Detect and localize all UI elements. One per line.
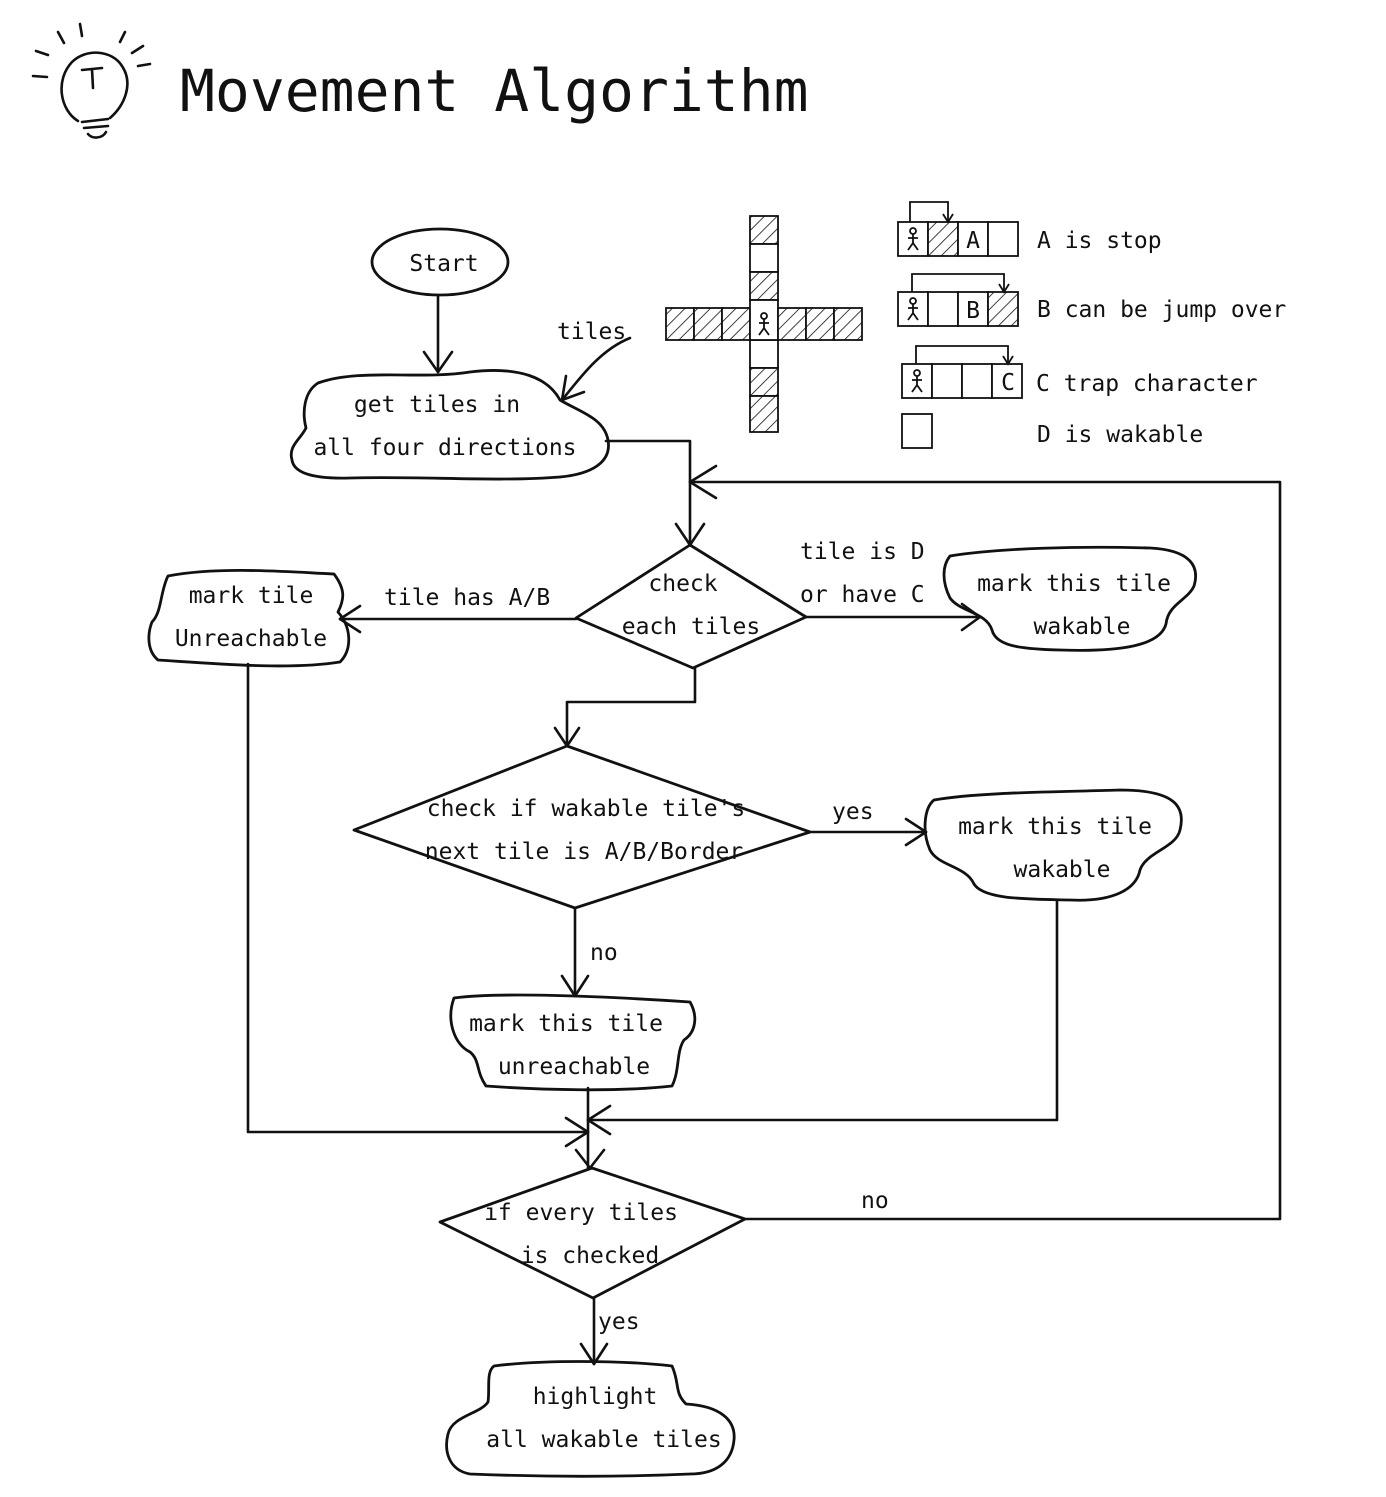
legend-b-text: B can be jump over [1037, 297, 1286, 323]
tiles-annotation: tiles [557, 319, 626, 345]
legend-a-letter: A [966, 228, 980, 254]
arrowhead [560, 374, 586, 402]
arrowhead [586, 1104, 612, 1136]
arrowhead [553, 726, 581, 748]
legend-b-letter: B [966, 298, 980, 324]
arrowhead [338, 604, 362, 634]
mark-wakable-right-label-1: mark this tile [977, 571, 1171, 597]
arrowhead [688, 464, 718, 500]
legend-d-tile [901, 413, 933, 449]
check-next-decision [352, 744, 812, 910]
character-icon [758, 312, 770, 336]
tiles-pointer-arrow [560, 336, 632, 402]
start-node [370, 227, 510, 297]
legend-c-text: C trap character [1036, 371, 1258, 397]
mark-wakable-mid-label-2: wakable [1014, 857, 1111, 883]
check-each-label-1: check [648, 571, 717, 597]
check-next-label-2: next tile is A/B/Border [425, 839, 744, 865]
legend-c-diagram: C [901, 345, 1023, 399]
arrowhead [674, 522, 706, 547]
arrowhead [564, 1116, 590, 1148]
get-tiles-label-1: get tiles in [354, 392, 520, 418]
edge-wakable-mid-down [586, 898, 1059, 1122]
mark-unreachable-left-label-2: Unreachable [175, 626, 327, 652]
every-checked-decision [438, 1166, 747, 1300]
arrowhead [574, 1148, 606, 1170]
start-label: Start [409, 251, 478, 277]
mark-wakable-right-node [942, 545, 1197, 652]
every-checked-label-2: is checked [521, 1243, 659, 1269]
edge-left-down [246, 662, 590, 1134]
arrowhead [904, 817, 928, 847]
get-tiles-node [289, 369, 610, 481]
page-title: Movement Algorithm [180, 57, 809, 125]
every-checked-label-1: if every tiles [484, 1200, 678, 1226]
tiles-cross-diagram [665, 215, 863, 433]
connectors [246, 294, 1282, 1366]
label-yes-next: yes [832, 799, 874, 825]
label-is-d-1: tile is D [800, 539, 925, 565]
label-no-next: no [590, 940, 618, 966]
edge-check-to-next [565, 666, 697, 748]
legend-a-text: A is stop [1037, 228, 1162, 254]
legend: A A is stop B B can be jump over C [897, 201, 1286, 449]
label-yes-done: yes [598, 1309, 640, 1335]
edge-get-tiles-to-check [604, 439, 692, 547]
legend-a-diagram: A [897, 201, 1019, 257]
legend-d-text: D is wakable [1037, 422, 1203, 448]
arrowhead [579, 1342, 609, 1366]
label-no-loop: no [861, 1188, 889, 1214]
mark-unreachable-mid-label-1: mark this tile [469, 1011, 663, 1037]
mark-wakable-right-label-2: wakable [1034, 614, 1131, 640]
mark-unreachable-left-label-1: mark tile [189, 583, 314, 609]
check-each-label-2: each tiles [622, 614, 760, 640]
arrowhead [560, 974, 590, 998]
legend-c-letter: C [1001, 370, 1015, 396]
label-has-ab: tile has A/B [384, 585, 550, 611]
edge-loop-back [688, 480, 1282, 1221]
get-tiles-label-2: all four directions [313, 435, 576, 461]
mark-unreachable-left-node [147, 569, 351, 668]
legend-b-diagram: B [897, 273, 1019, 327]
mark-wakable-mid-node [923, 788, 1183, 902]
highlight-label-1: highlight [533, 1384, 658, 1410]
mark-unreachable-mid-node [449, 993, 697, 1092]
label-is-d-2: or have C [800, 582, 925, 608]
mark-unreachable-mid-label-2: unreachable [498, 1054, 650, 1080]
check-next-label-1: check if wakable tile's [427, 796, 746, 822]
mark-wakable-mid-label-1: mark this tile [958, 814, 1152, 840]
arrowhead [960, 602, 982, 632]
lightbulb-icon [31, 22, 152, 139]
check-each-decision [574, 543, 808, 670]
highlight-node [445, 1360, 736, 1478]
highlight-label-2: all wakable tiles [486, 1427, 721, 1453]
arrowhead [422, 350, 454, 374]
